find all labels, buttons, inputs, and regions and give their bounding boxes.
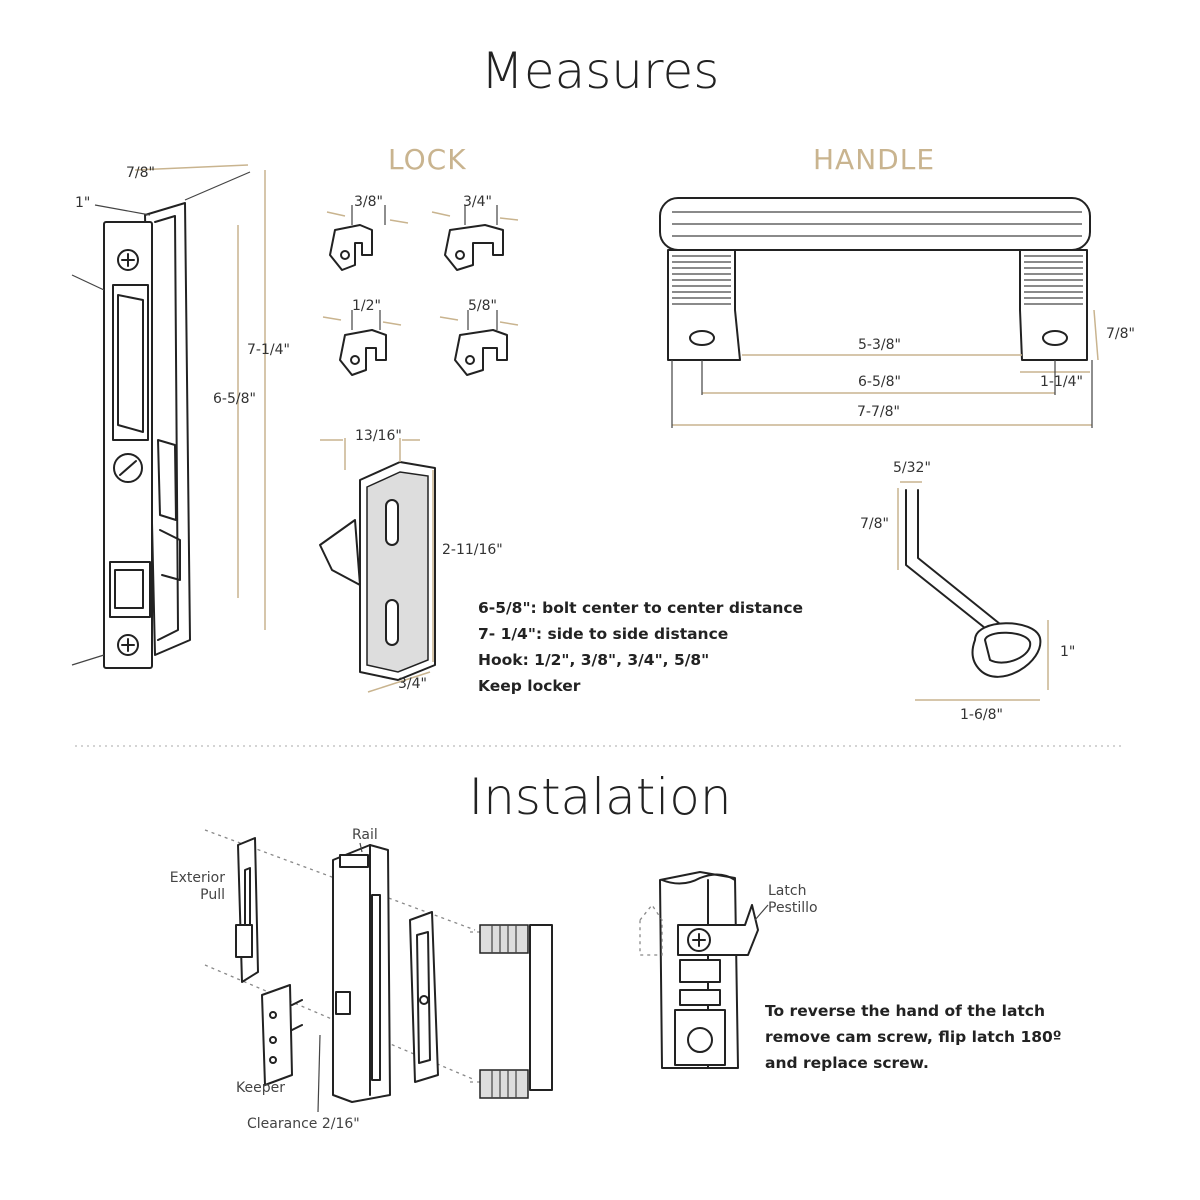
reverse-instructions: To reverse the hand of the latch remove … xyxy=(765,998,1062,1076)
rail-label: Rail xyxy=(352,827,378,843)
handle-dim-1-1-4: 1-1/4" xyxy=(1040,374,1083,390)
handle-section-title: HANDLE xyxy=(813,143,936,176)
installation-exploded-drawing xyxy=(204,829,553,1113)
latch-tool-drawing xyxy=(897,481,1049,701)
hook-label: 1/2" xyxy=(352,298,381,314)
tool-dim-1: 1" xyxy=(1060,644,1076,660)
lock-dim-7-1-4: 7-1/4" xyxy=(247,342,290,358)
hook-label: 5/8" xyxy=(468,298,497,314)
handle-dim-6-5-8: 6-5/8" xyxy=(858,374,901,390)
handle-dim-5-3-8: 5-3/8" xyxy=(858,337,901,353)
measures-title: Measures xyxy=(480,42,720,100)
note-line: 7- 1/4": side to side distance xyxy=(478,625,729,643)
lock-body-drawing xyxy=(71,164,266,669)
tool-dim-1-6-8: 1-6/8" xyxy=(960,707,1003,723)
lock-section-title: LOCK xyxy=(388,143,467,176)
exterior-pull-line-1: Exterior xyxy=(169,870,225,886)
handle-drawing xyxy=(659,197,1099,428)
lock-dim-7-8: 7/8" xyxy=(126,165,155,181)
clearance-label: Clearance 2/16" xyxy=(247,1116,360,1132)
exterior-pull-line-2: Pull xyxy=(200,887,225,903)
lock-dim-1: 1" xyxy=(75,195,91,211)
tool-dim-5-32: 5/32" xyxy=(893,460,931,476)
handle-dim-7-7-8: 7-7/8" xyxy=(857,404,900,420)
latch-detail-drawing xyxy=(639,871,769,1069)
keeper-depth-label: 3/4" xyxy=(398,676,427,692)
keeper-install-label: Keeper xyxy=(236,1080,285,1096)
tool-dim-7-8: 7/8" xyxy=(860,516,889,532)
handle-dim-7-8: 7/8" xyxy=(1106,326,1135,342)
measure-notes: 6-5/8": bolt center to center distance 7… xyxy=(478,595,803,699)
keeper-drawing xyxy=(319,438,436,693)
latch-label-line-1: Latch xyxy=(768,883,807,899)
installation-title: Instalation xyxy=(468,768,732,826)
keeper-height-label: 2-11/16" xyxy=(442,542,503,558)
hook-drawings xyxy=(322,205,519,376)
hook-label: 3/4" xyxy=(463,194,492,210)
latch-label-line-2: Pestillo xyxy=(768,900,818,916)
note-line: Hook: 1/2", 3/8", 3/4", 5/8" xyxy=(478,651,710,669)
hook-label: 3/8" xyxy=(354,194,383,210)
exterior-pull-label: Exterior Pull xyxy=(165,870,225,904)
instruction-line: and replace screw. xyxy=(765,1054,929,1072)
instruction-line: remove cam screw, flip latch 180º xyxy=(765,1028,1062,1046)
lock-dim-6-5-8: 6-5/8" xyxy=(213,391,256,407)
note-line: Keep locker xyxy=(478,677,581,695)
keeper-width-label: 13/16" xyxy=(355,428,402,444)
note-line: 6-5/8": bolt center to center distance xyxy=(478,599,804,617)
instruction-line: To reverse the hand of the latch xyxy=(765,1002,1046,1020)
latch-label: Latch Pestillo xyxy=(768,883,818,917)
